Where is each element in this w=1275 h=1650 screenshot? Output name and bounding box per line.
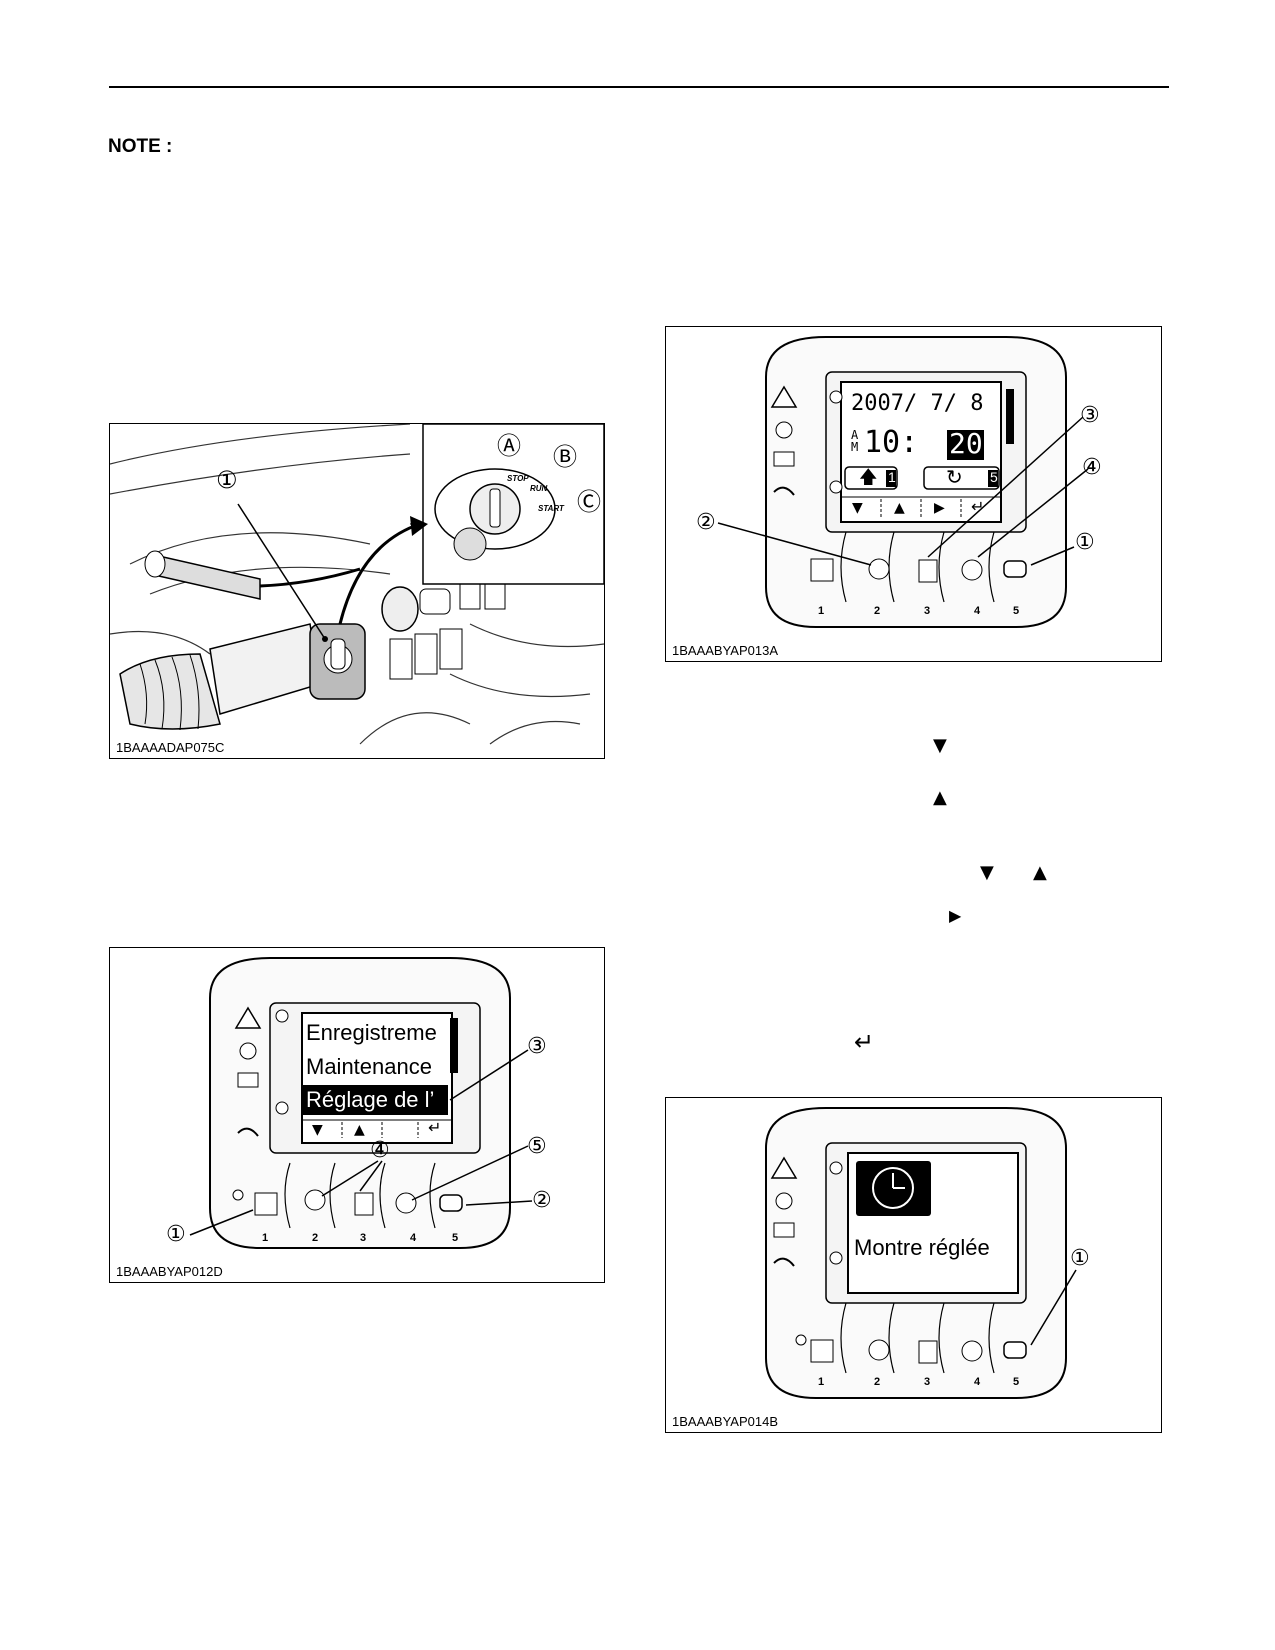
callout-5: ⑤ bbox=[527, 1134, 547, 1159]
right-triangle-icon: ▶ bbox=[949, 906, 962, 925]
lcd-am-pm: A M bbox=[851, 428, 859, 454]
button-number-3: 3 bbox=[924, 605, 931, 617]
lcd-box-left: 1 bbox=[888, 469, 896, 485]
menu-item-maintenance: Maintenance bbox=[306, 1054, 432, 1079]
button-number-3: 3 bbox=[360, 1232, 367, 1244]
callout-1: ① bbox=[166, 1222, 186, 1247]
lcd-up-icon: ▲ bbox=[354, 1122, 365, 1138]
button-number-2: 2 bbox=[874, 605, 881, 617]
panel-outline bbox=[765, 1107, 1077, 1399]
callout-3: ③ bbox=[1080, 403, 1100, 428]
callout-1: ① bbox=[216, 466, 238, 494]
figure-code: 1BAAAADAP075C bbox=[116, 740, 225, 755]
callout-3: ③ bbox=[527, 1034, 547, 1059]
figure-code: 1BAAABYAP013A bbox=[672, 643, 778, 658]
lcd-enter-icon: ↵ bbox=[428, 1118, 442, 1137]
button-number-2: 2 bbox=[874, 1376, 881, 1388]
callout-1: ① bbox=[1070, 1246, 1090, 1271]
button-number-5: 5 bbox=[1013, 1376, 1020, 1388]
figure-code: 1BAAABYAP014B bbox=[672, 1414, 778, 1429]
panel-outline bbox=[717, 336, 1089, 628]
button-number-1: 1 bbox=[818, 605, 825, 617]
lcd-time-minute: 20 bbox=[949, 427, 983, 460]
figure-code: 1BAAABYAP012D bbox=[116, 1264, 223, 1279]
callout-1: ① bbox=[1075, 530, 1095, 555]
lcd-up-arrow-icon: 🡅 bbox=[859, 467, 878, 488]
enter-icon: ↵ bbox=[854, 1028, 875, 1056]
figure-clock-set-panel: Montre réglée ① 1 2 3 4 5 1BAAABYAP014B bbox=[665, 1097, 1162, 1433]
callout-2: ② bbox=[696, 510, 716, 535]
button-number-1: 1 bbox=[262, 1232, 269, 1244]
callout-a: Ⓐ bbox=[497, 432, 521, 460]
switch-label-run: RUN bbox=[530, 484, 548, 493]
clock-set-message: Montre réglée bbox=[854, 1235, 990, 1260]
figure-key-switch: ① Ⓐ Ⓑ Ⓒ STOP RUN START 1BAAAADAP075C bbox=[109, 423, 605, 759]
button-number-1: 1 bbox=[818, 1376, 825, 1388]
callout-b: Ⓑ bbox=[553, 443, 577, 471]
lcd-up-icon: ▲ bbox=[894, 500, 905, 516]
switch-label-start: START bbox=[538, 504, 564, 513]
figure-menu-panel: Enregistreme Maintenance Réglage de l’ ▼… bbox=[109, 947, 605, 1283]
button-number-4: 4 bbox=[974, 605, 981, 617]
button-number-3: 3 bbox=[924, 1376, 931, 1388]
button-number-4: 4 bbox=[974, 1376, 981, 1388]
lcd-down-icon: ▼ bbox=[312, 1122, 323, 1138]
lcd-time-hour: 10: bbox=[864, 425, 919, 460]
lcd-box-right: 5 bbox=[990, 469, 998, 485]
figure-clock-panel: ② ③ ④ ① 2007/ 7/ 8 A M 10: 20 🡅 1 ↻ 5 ▼ … bbox=[665, 326, 1162, 662]
lcd-enter-icon: ↵ bbox=[971, 497, 985, 516]
up-triangle-icon: ▲ bbox=[933, 787, 947, 808]
note-label: NOTE : bbox=[108, 136, 173, 157]
up-triangle-icon-2: ▲ bbox=[1033, 862, 1047, 883]
down-triangle-icon-2: ▼ bbox=[980, 862, 994, 883]
button-number-5: 5 bbox=[452, 1232, 459, 1244]
switch-label-stop: STOP bbox=[507, 474, 529, 483]
button-number-4: 4 bbox=[410, 1232, 417, 1244]
callout-2: ② bbox=[532, 1188, 552, 1213]
menu-item-enregistrement: Enregistreme bbox=[306, 1020, 437, 1045]
lcd-rotate-icon: ↻ bbox=[946, 465, 963, 489]
callout-4: ④ bbox=[370, 1138, 390, 1163]
callout-c: Ⓒ bbox=[577, 488, 601, 516]
panel-outline bbox=[189, 957, 533, 1249]
button-number-5: 5 bbox=[1013, 605, 1020, 617]
key-switch-illustration bbox=[110, 424, 604, 745]
top-rule bbox=[109, 86, 1169, 88]
menu-item-reglage: Réglage de l’ bbox=[306, 1087, 435, 1112]
button-number-2: 2 bbox=[312, 1232, 319, 1244]
lcd-right-icon: ▶ bbox=[934, 500, 945, 516]
lcd-down-icon: ▼ bbox=[852, 500, 863, 516]
callout-4: ④ bbox=[1082, 455, 1102, 480]
lcd-date: 2007/ 7/ 8 bbox=[851, 391, 984, 416]
down-triangle-icon: ▼ bbox=[933, 735, 947, 756]
